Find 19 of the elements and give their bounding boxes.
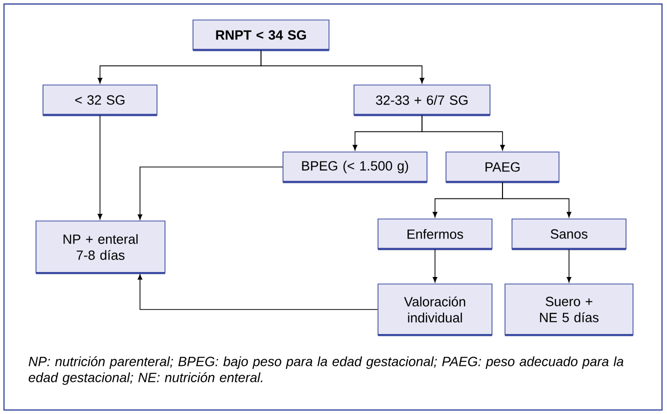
arrow xyxy=(422,115,505,150)
process-box: RNPT < 34 SG xyxy=(192,20,330,52)
process-box: NP + enteral 7-8 días xyxy=(36,220,166,274)
caption: NP: nutrición parenteral; BPEG: bajo peso para la edad gestacional; PAEG: peso adecuado para la edad gestacional; NE: nutrición enteral. xyxy=(28,356,624,385)
arrow xyxy=(138,274,378,310)
arrow xyxy=(432,249,438,282)
process-box: BPEG (< 1.500 g) xyxy=(282,152,428,184)
process-box: 32-33 + 6/7 SG xyxy=(354,84,490,116)
process-box: < 32 SG xyxy=(42,84,158,116)
process-box: Suero + NE 5 días xyxy=(504,284,634,336)
arrow xyxy=(502,182,572,218)
arrow xyxy=(138,166,283,220)
arrow xyxy=(98,115,102,220)
arrow xyxy=(260,50,424,84)
process-box: Enfermos xyxy=(378,218,492,250)
process-box: PAEG xyxy=(446,152,560,184)
arrow xyxy=(566,249,572,282)
process-box: Valoración individual xyxy=(378,284,492,336)
process-box: Sanos xyxy=(512,218,626,250)
